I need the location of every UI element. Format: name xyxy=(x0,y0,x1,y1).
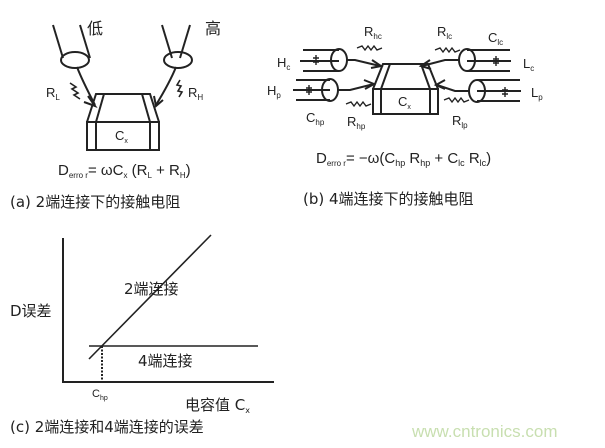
watermark: www.cntronics.com xyxy=(411,422,557,441)
y-axis-label: D误差 xyxy=(10,302,52,320)
lp-coax xyxy=(433,79,521,103)
caption-c: (c) 2端连接和4端连接的误差 xyxy=(10,418,204,436)
hc-coax xyxy=(300,48,384,72)
hp-coax xyxy=(293,78,377,102)
rhc-resistor-icon xyxy=(356,44,383,52)
high-probe xyxy=(153,24,193,108)
rh-label: RH xyxy=(188,85,203,102)
panel-c-chart xyxy=(62,234,274,383)
rhc-label: Rhc xyxy=(364,24,382,41)
caption-a: (a) 2端连接下的接触电阻 xyxy=(10,193,180,211)
hp-label: Hp xyxy=(267,83,281,100)
four-terminal-label: 4端连接 xyxy=(138,352,193,370)
rl-resistor-icon xyxy=(69,82,81,100)
rhp-label: Rhp xyxy=(347,114,366,131)
caption-b: (b) 4端连接下的接触电阻 xyxy=(303,190,474,208)
rhp-resistor-icon xyxy=(345,100,372,108)
lp-label: Lp xyxy=(531,85,543,102)
x-axis-label: 电容值 Cx xyxy=(185,396,250,415)
lc-label: Lc xyxy=(523,56,534,73)
rh-resistor-icon xyxy=(175,79,184,98)
high-label: 高 xyxy=(205,19,221,38)
chp-tick-label: Chp xyxy=(92,388,108,402)
lc-coax xyxy=(418,48,511,72)
formula-a: Derro r= ωCx (RL + RH) xyxy=(58,162,191,180)
capacitor-cx-4t xyxy=(372,63,439,115)
panel-b-drawing xyxy=(293,44,521,115)
chp-label-b: Chp xyxy=(306,110,325,127)
capacitor-cx xyxy=(86,93,160,151)
rlc-resistor-icon xyxy=(434,46,461,54)
rlc-label: Rlc xyxy=(437,24,452,41)
low-label: 低 xyxy=(87,19,103,38)
panel-a-drawing xyxy=(52,24,193,151)
hc-label: Hc xyxy=(277,55,290,72)
formula-b: Derro r= −ω(Chp Rhp + Clc Rlc) xyxy=(316,150,491,168)
rlp-label: Rlp xyxy=(452,113,468,130)
cx-label-b: Cx xyxy=(398,94,411,111)
rl-label: RL xyxy=(46,85,60,102)
clc-label: Clc xyxy=(488,30,503,47)
two-terminal-label: 2端连接 xyxy=(124,280,179,298)
cx-label: Cx xyxy=(115,128,128,145)
rlp-resistor-icon xyxy=(443,96,470,104)
two-terminal-line xyxy=(88,234,212,360)
